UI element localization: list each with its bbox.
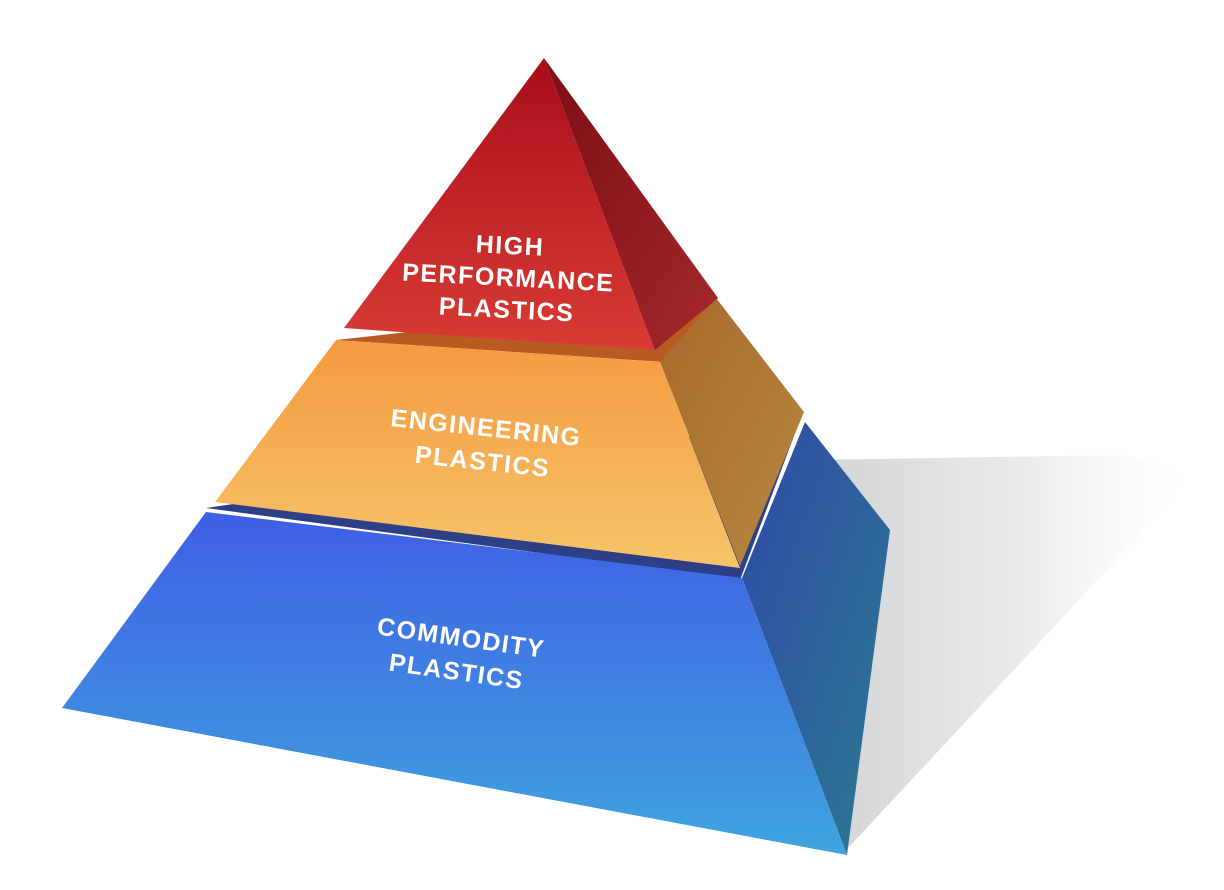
tier-high-performance-line-1: HIGH [475,230,545,262]
tier-commodity-front-face [62,512,847,855]
tier-commodity-side-face [742,422,890,855]
tier-engineering-front-face [215,340,740,568]
tier-high-performance-side-face [544,58,718,350]
pyramid-shadow [812,455,1200,848]
tier-high-performance: HIGH PERFORMANCE PLASTICS [344,58,718,350]
tier-high-performance-front-face [344,58,655,350]
tier-engineering-side-face [660,298,804,566]
